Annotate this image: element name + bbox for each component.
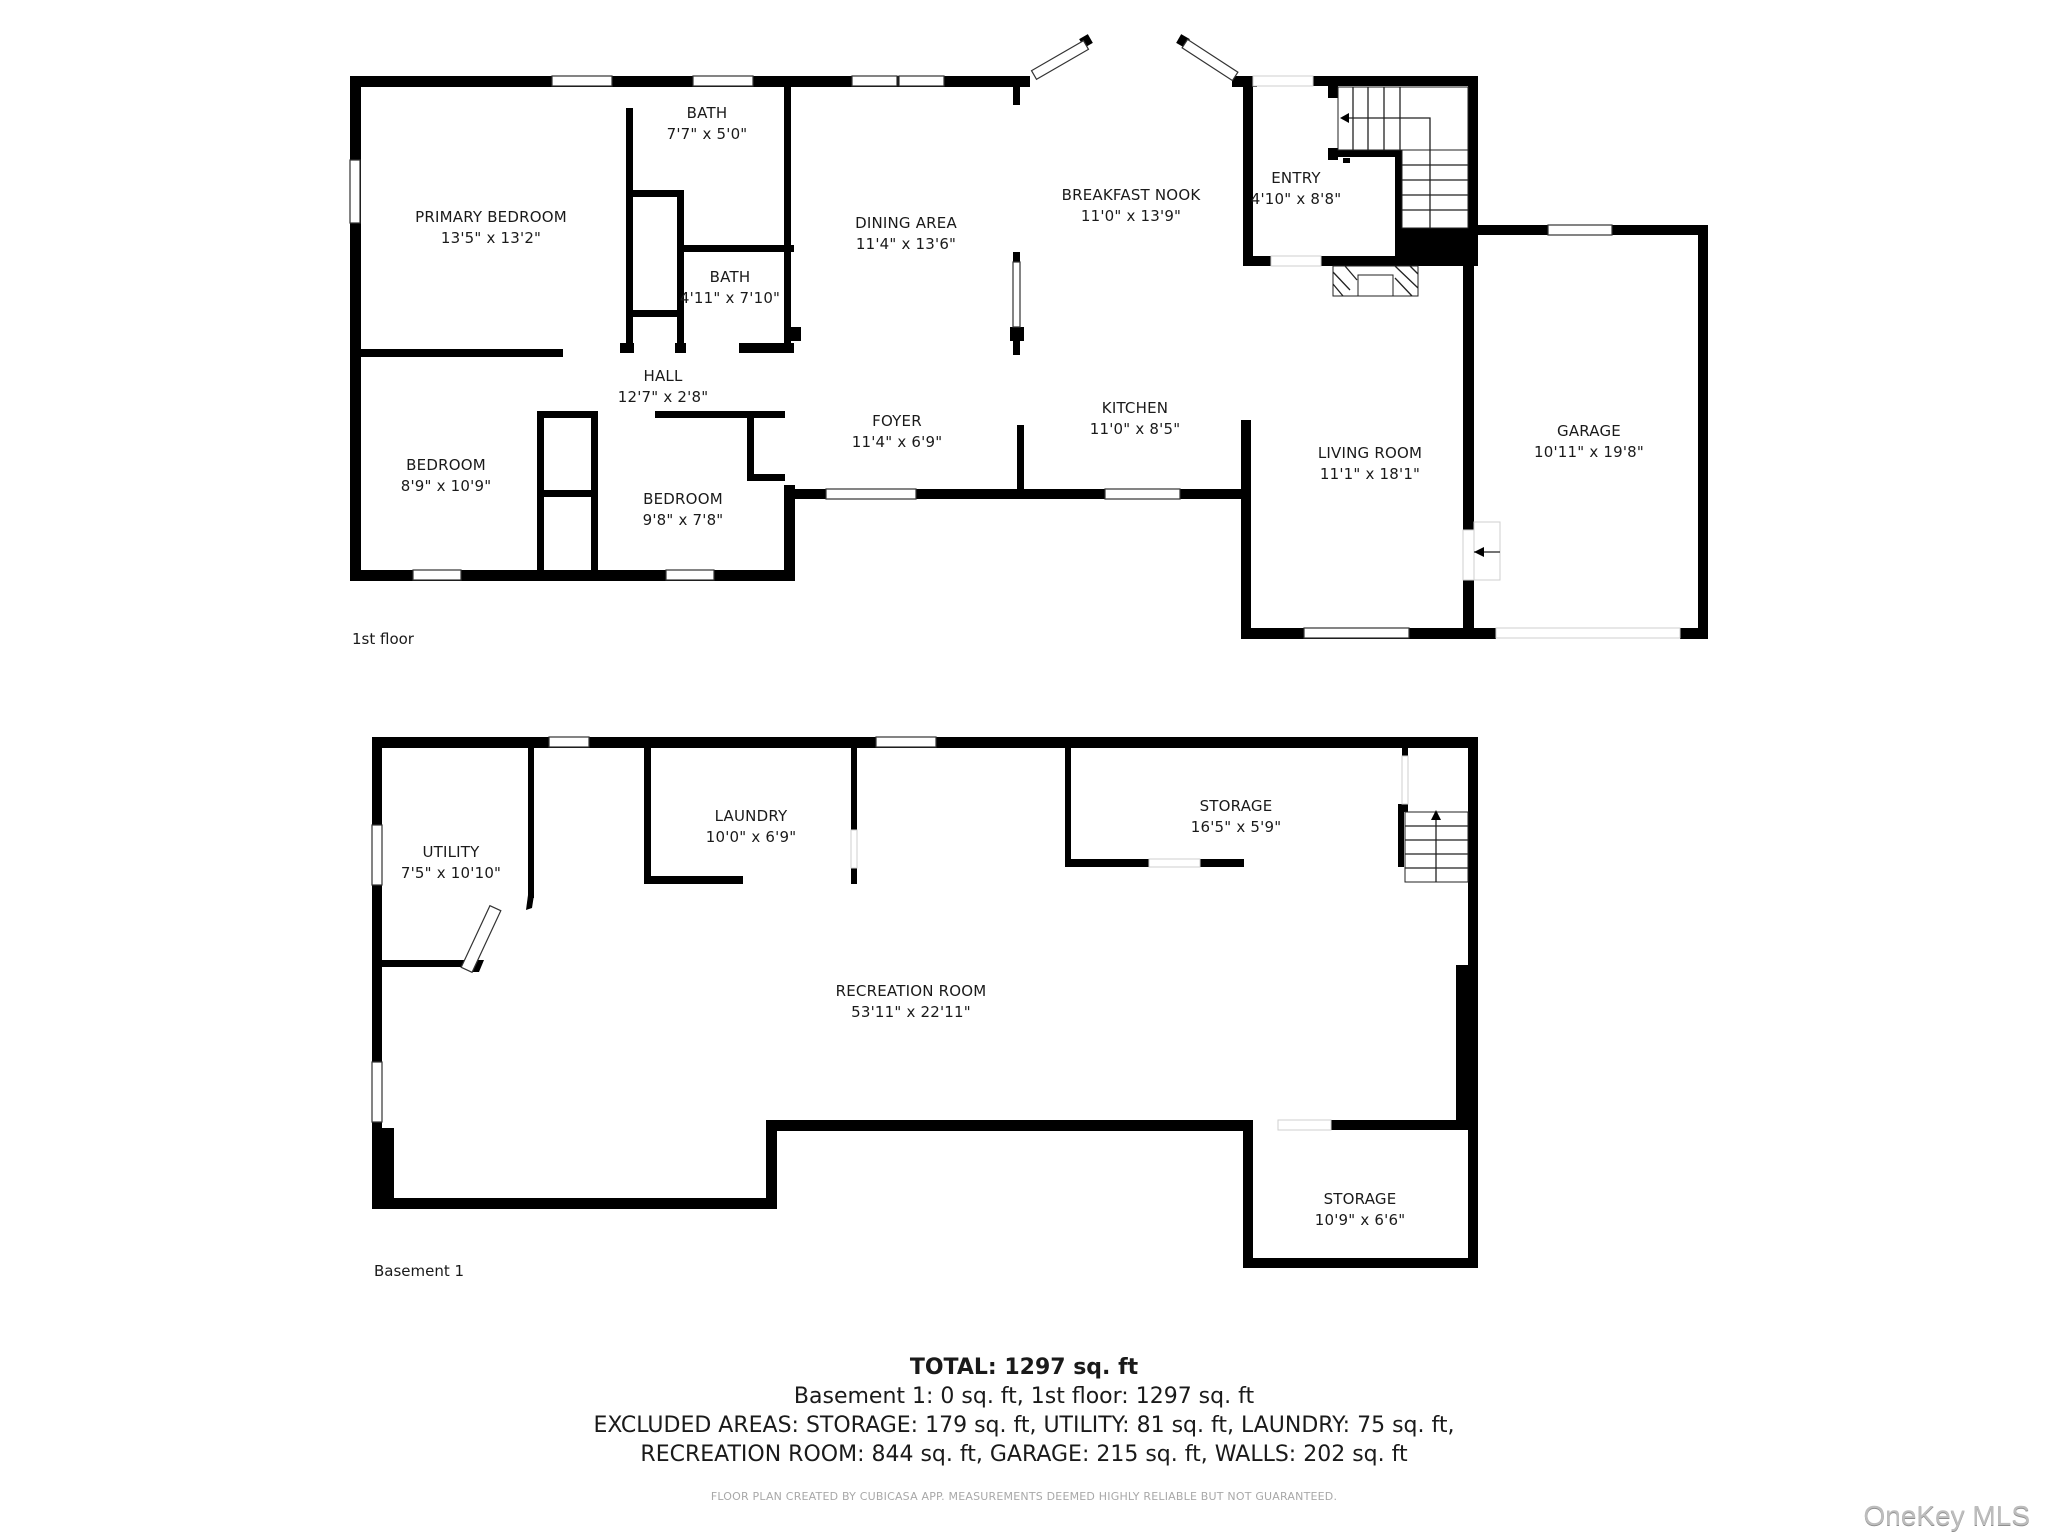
room-dimensions: 10'9" x 6'6" — [1314, 1211, 1406, 1229]
floor-areas: Basement 1: 0 sq. ft, 1st floor: 1297 sq… — [793, 1384, 1255, 1409]
first-floor-windows — [349, 38, 1613, 639]
room-laundry: LAUNDRY 10'0" x 6'9" — [706, 806, 797, 848]
mls-watermark: OneKey MLS — [1863, 1500, 2030, 1531]
room-bedroom-middle: BEDROOM 9'8" x 7'8" — [643, 489, 724, 531]
basement-windows — [371, 736, 937, 1123]
room-name: ENTRY — [1271, 169, 1321, 187]
total-area: TOTAL: 1297 sq. ft — [909, 1355, 1139, 1380]
room-utility: UTILITY 7'5" x 10'10" — [401, 842, 501, 884]
basement-openings — [850, 755, 1409, 1131]
room-dining-area: DINING AREA 11'4" x 13'6" — [855, 213, 957, 255]
room-storage-lower: STORAGE 10'9" x 6'6" — [1315, 1189, 1406, 1231]
fireplace — [1332, 265, 1419, 297]
room-dimensions: 7'7" x 5'0" — [666, 125, 748, 143]
room-entry: ENTRY 4'10" x 8'8" — [1251, 168, 1342, 210]
room-dimensions: 4'10" x 8'8" — [1250, 190, 1342, 208]
room-name: DINING AREA — [855, 214, 957, 232]
room-kitchen: KITCHEN 11'0" x 8'5" — [1090, 398, 1181, 440]
staircase-basement — [1404, 810, 1469, 883]
floor-label-first: 1st floor — [352, 630, 414, 648]
floor-label-basement: Basement 1 — [374, 1262, 465, 1280]
room-bath-upper: BATH 7'7" x 5'0" — [667, 103, 748, 145]
room-dimensions: 11'0" x 8'5" — [1089, 420, 1181, 438]
room-name: BEDROOM — [406, 456, 486, 474]
room-name: BREAKFAST NOOK — [1061, 186, 1201, 204]
room-name: PRIMARY BEDROOM — [415, 208, 567, 226]
room-dimensions: 11'0" x 13'9" — [1080, 207, 1182, 225]
room-dimensions: 12'7" x 2'8" — [617, 388, 709, 406]
room-name: HALL — [643, 367, 683, 385]
room-dimensions: 11'1" x 18'1" — [1319, 465, 1421, 483]
room-name: BATH — [686, 104, 728, 122]
first-floor-walls — [350, 34, 1708, 639]
room-dimensions: 11'4" x 13'6" — [855, 235, 957, 253]
room-breakfast-nook: BREAKFAST NOOK 11'0" x 13'9" — [1062, 185, 1201, 227]
room-name: UTILITY — [422, 843, 480, 861]
room-dimensions: 10'11" x 19'8" — [1533, 443, 1645, 461]
room-dimensions: 13'5" x 13'2" — [440, 229, 542, 247]
room-dimensions: 9'8" x 7'8" — [642, 511, 724, 529]
room-dimensions: 7'5" x 10'10" — [400, 864, 502, 882]
room-name: BATH — [709, 268, 751, 286]
room-recreation-room: RECREATION ROOM 53'11" x 22'11" — [836, 981, 987, 1023]
room-name: STORAGE — [1323, 1190, 1397, 1208]
room-dimensions: 11'4" x 6'9" — [851, 433, 943, 451]
room-name: LIVING ROOM — [1317, 444, 1423, 462]
disclaimer-credit: FLOOR PLAN CREATED BY CUBICASA APP. MEAS… — [710, 1490, 1338, 1503]
room-living-room: LIVING ROOM 11'1" x 18'1" — [1318, 443, 1422, 485]
room-name: KITCHEN — [1101, 399, 1169, 417]
room-name: LAUNDRY — [714, 807, 788, 825]
room-storage-upper: STORAGE 16'5" x 5'9" — [1191, 796, 1282, 838]
room-name: STORAGE — [1199, 797, 1273, 815]
room-bath-lower: BATH 4'11" x 7'10" — [680, 267, 780, 309]
room-dimensions: 4'11" x 7'10" — [679, 289, 781, 307]
room-garage: GARAGE 10'11" x 19'8" — [1534, 421, 1644, 463]
room-name: RECREATION ROOM — [835, 982, 987, 1000]
excluded-areas-line-1: EXCLUDED AREAS: STORAGE: 179 sq. ft, UTI… — [593, 1413, 1455, 1438]
room-foyer: FOYER 11'4" x 6'9" — [852, 411, 943, 453]
room-name: BEDROOM — [643, 490, 723, 508]
staircase-first-floor — [1337, 86, 1469, 229]
first-floor-openings — [1252, 75, 1681, 639]
room-dimensions: 16'5" x 5'9" — [1190, 818, 1282, 836]
room-dimensions: 10'0" x 6'9" — [705, 828, 797, 846]
room-primary-bedroom: PRIMARY BEDROOM 13'5" x 13'2" — [415, 207, 567, 249]
room-name: FOYER — [872, 412, 922, 430]
room-bedroom-left: BEDROOM 8'9" x 10'9" — [401, 455, 492, 497]
room-name: GARAGE — [1556, 422, 1621, 440]
room-dimensions: 53'11" x 22'11" — [851, 1003, 971, 1021]
excluded-areas-line-2: RECREATION ROOM: 844 sq. ft, GARAGE: 215… — [640, 1442, 1408, 1467]
room-dimensions: 8'9" x 10'9" — [400, 477, 492, 495]
room-hall: HALL 12'7" x 2'8" — [618, 366, 709, 408]
